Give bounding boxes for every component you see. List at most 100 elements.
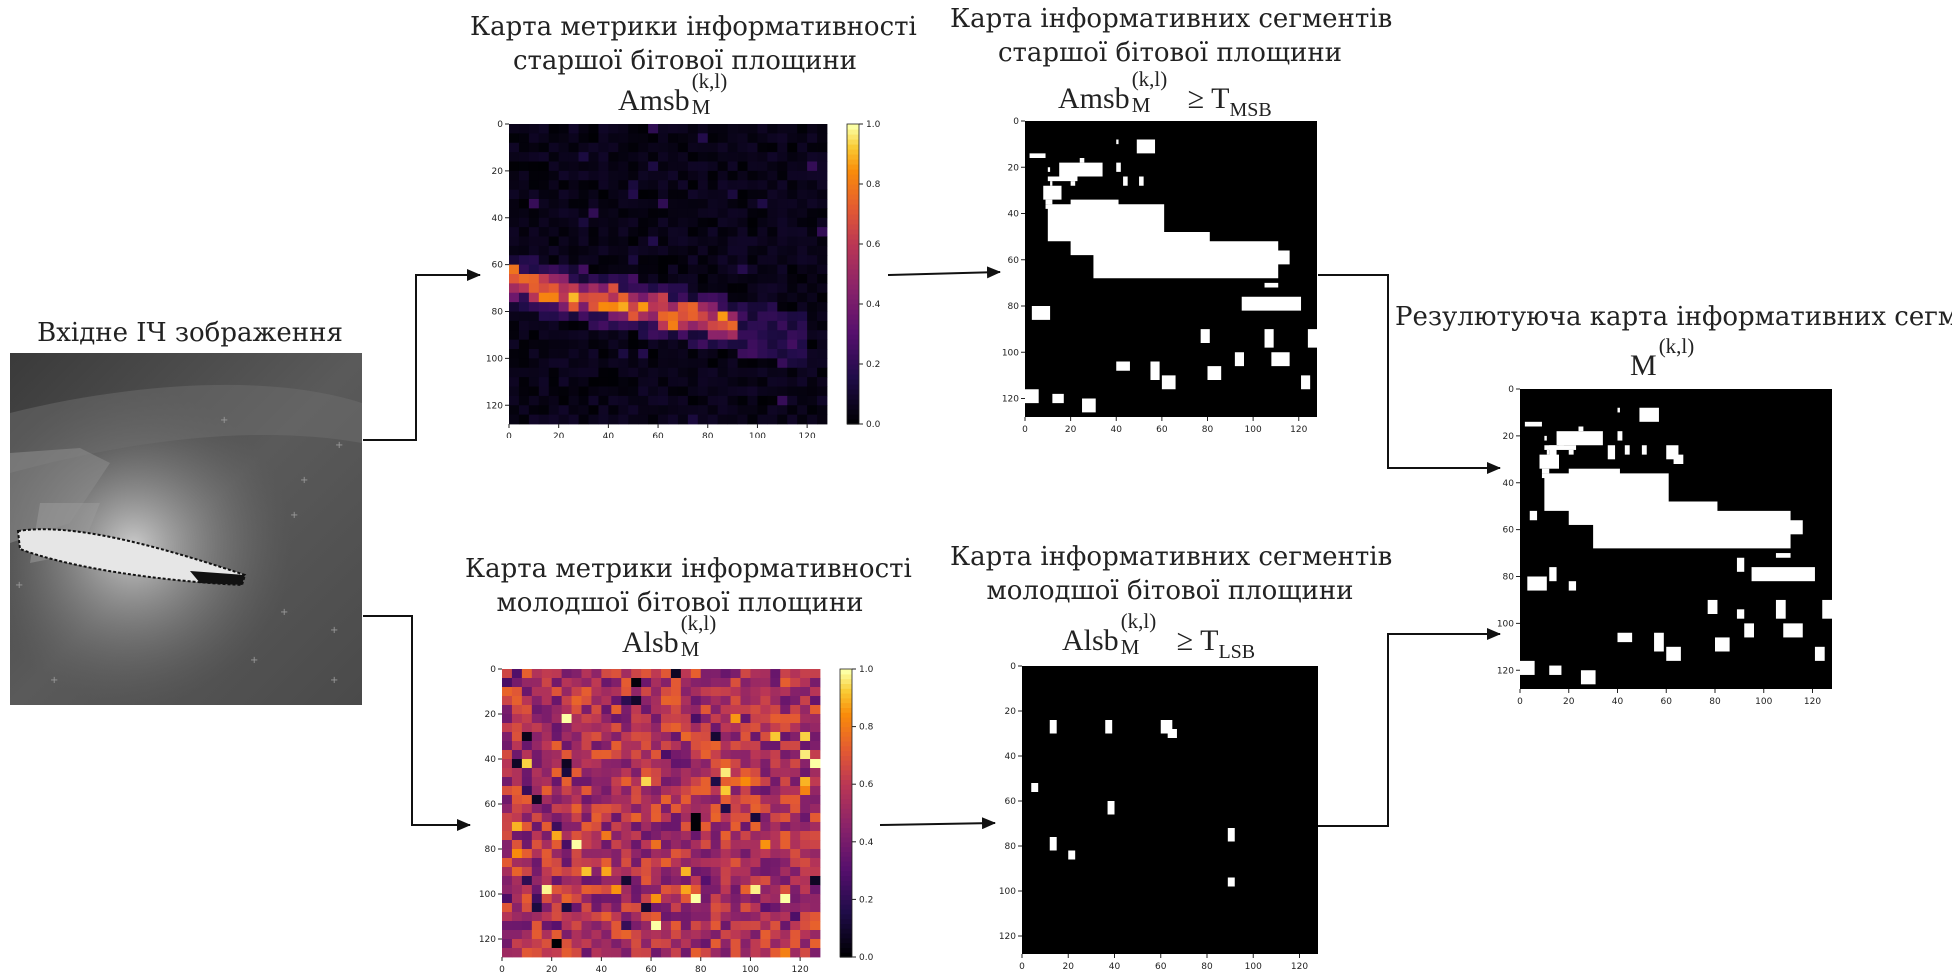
heatmap-cell bbox=[511, 813, 523, 823]
heatmap-cell bbox=[680, 669, 692, 679]
heatmap-cell bbox=[807, 339, 818, 350]
heatmap-cell bbox=[700, 669, 712, 679]
heatmap-cell bbox=[601, 768, 612, 778]
heatmap-cell bbox=[747, 330, 758, 341]
heatmap-cell bbox=[730, 885, 741, 895]
heatmap-cell bbox=[648, 208, 659, 219]
heatmap-cell bbox=[598, 152, 609, 162]
heatmap-cell bbox=[707, 358, 719, 369]
heatmap-cell bbox=[661, 849, 672, 859]
heatmap-cell bbox=[541, 858, 553, 868]
colorbar-tick-label: 0.6 bbox=[859, 780, 874, 790]
y-tick-label: 20 bbox=[485, 710, 497, 720]
colorbar-step bbox=[847, 229, 859, 235]
heatmap-cell bbox=[511, 849, 523, 859]
heatmap-cell bbox=[591, 687, 602, 697]
heatmap-cell bbox=[750, 696, 761, 706]
heatmap-cell bbox=[767, 283, 778, 294]
heatmap-cell bbox=[697, 367, 709, 378]
heatmap-cell bbox=[568, 367, 579, 378]
heatmap-cell bbox=[651, 750, 662, 760]
heatmap-cell bbox=[621, 822, 632, 832]
heatmap-cell bbox=[601, 813, 612, 823]
arrow-lsb-segments-to-result bbox=[1318, 628, 1501, 827]
heatmap-cell bbox=[780, 894, 791, 904]
heatmap-cell bbox=[777, 349, 788, 359]
colorbar-step bbox=[840, 822, 852, 828]
heatmap-cell bbox=[621, 894, 632, 904]
heatmap-cell bbox=[568, 405, 579, 416]
heatmap-cell bbox=[677, 330, 689, 341]
heatmap-cell bbox=[548, 358, 560, 369]
x-tick-label: 80 bbox=[695, 965, 707, 975]
colorbar-step bbox=[847, 214, 859, 220]
heatmap-cell bbox=[670, 750, 682, 760]
heatmap-cell bbox=[690, 786, 702, 796]
heatmap-cell bbox=[651, 804, 662, 814]
colorbar-step bbox=[847, 144, 859, 150]
heatmap-cell bbox=[690, 813, 702, 823]
heatmap-cell bbox=[648, 395, 659, 406]
heatmap-cell bbox=[541, 687, 553, 697]
colorbar-step bbox=[840, 942, 852, 948]
heatmap-cell bbox=[730, 822, 741, 832]
heatmap-cell bbox=[740, 822, 751, 832]
heatmap-cell bbox=[680, 831, 692, 841]
heatmap-cell bbox=[551, 705, 563, 715]
heatmap-cell bbox=[680, 948, 692, 958]
formula-threshold: ≥ T bbox=[1176, 624, 1219, 657]
heatmap-cell bbox=[631, 912, 642, 922]
heatmap-cell bbox=[548, 283, 560, 294]
heatmap-cell bbox=[670, 804, 682, 814]
heatmap-cell bbox=[618, 320, 629, 331]
heatmap-cell bbox=[747, 405, 758, 416]
lsb-metric-title-line2: молодшої бітової площини bbox=[496, 588, 864, 618]
heatmap-cell bbox=[588, 142, 599, 153]
mask-segment bbox=[1556, 431, 1603, 446]
heatmap-cell bbox=[717, 170, 729, 181]
heatmap-cell bbox=[700, 768, 712, 778]
colorbar-step bbox=[840, 933, 852, 939]
heatmap-cell bbox=[551, 732, 563, 742]
colorbar-step bbox=[840, 789, 852, 795]
heatmap-cell bbox=[797, 161, 808, 172]
heatmap-cell bbox=[591, 948, 602, 958]
heatmap-cell bbox=[621, 813, 632, 823]
heatmap-cell bbox=[750, 795, 761, 805]
heatmap-cell bbox=[561, 786, 572, 796]
heatmap-cell bbox=[720, 948, 731, 958]
heatmap-cell bbox=[710, 714, 722, 724]
heatmap-cell bbox=[770, 732, 781, 742]
heatmap-cell bbox=[581, 831, 592, 841]
heatmap-cell bbox=[528, 339, 540, 350]
heatmap-cell bbox=[608, 395, 619, 406]
heatmap-cell bbox=[800, 678, 811, 688]
x-tick-label: 80 bbox=[702, 432, 714, 438]
heatmap-cell bbox=[528, 414, 540, 425]
heatmap-cell bbox=[787, 264, 798, 275]
heatmap-cell bbox=[780, 840, 791, 850]
heatmap-cell bbox=[730, 849, 741, 859]
heatmap-cell bbox=[631, 948, 642, 958]
heatmap-cell bbox=[548, 320, 560, 331]
heatmap-cell bbox=[601, 876, 612, 886]
mask-segment bbox=[1624, 445, 1630, 455]
heatmap-cell bbox=[727, 414, 738, 425]
heatmap-cell bbox=[631, 930, 642, 940]
heatmap-cell bbox=[538, 377, 550, 387]
heatmap-cell bbox=[677, 386, 689, 397]
heatmap-cell bbox=[668, 245, 679, 256]
mask-segment bbox=[1161, 375, 1176, 390]
heatmap-cell bbox=[697, 274, 709, 284]
heatmap-cell bbox=[787, 170, 798, 181]
heatmap-cell bbox=[621, 768, 632, 778]
heatmap-cell bbox=[658, 227, 669, 237]
colorbar-tick-label: 1.0 bbox=[866, 120, 881, 130]
heatmap-cell bbox=[720, 912, 731, 922]
heatmap-cell bbox=[730, 867, 741, 877]
heatmap-cell bbox=[648, 349, 659, 359]
heatmap-cell bbox=[787, 236, 798, 247]
heatmap-cell bbox=[648, 227, 659, 237]
x-tick-label: 40 bbox=[1111, 425, 1123, 435]
heatmap-cell bbox=[548, 395, 560, 406]
